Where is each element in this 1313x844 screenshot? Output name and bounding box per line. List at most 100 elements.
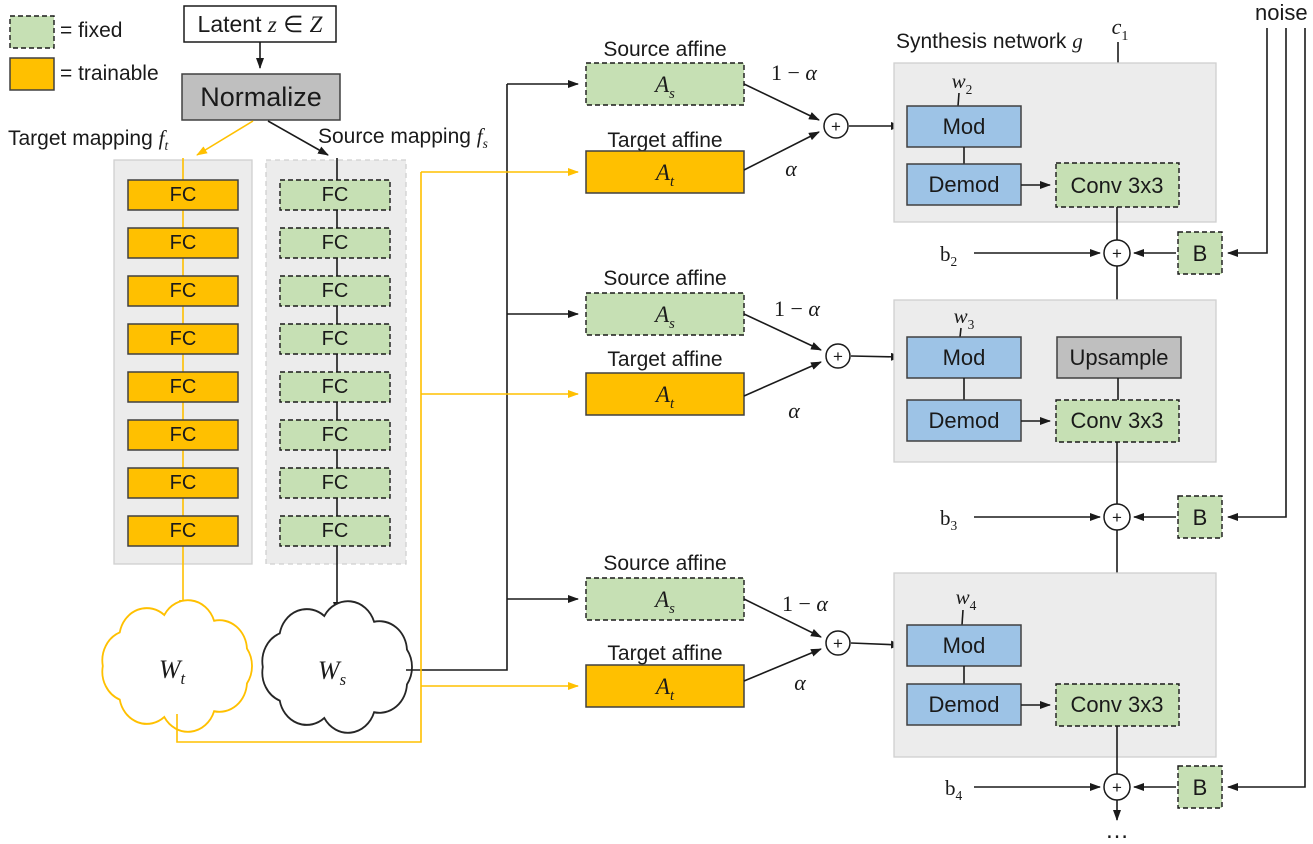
w4-tick	[961, 609, 964, 626]
mod-box-3	[906, 624, 1022, 667]
at-label-3: At	[654, 674, 675, 704]
target-mapping-network: FC FC FC FC FC FC FC FC	[113, 158, 253, 611]
alpha-label-2: α	[788, 398, 800, 423]
ws-trunk-line	[406, 84, 508, 671]
at3-to-plus-arrow	[743, 648, 822, 682]
noise-inputs: noise	[1227, 0, 1308, 791]
latent-input: Latent z ∈ Z Normalize	[181, 5, 341, 156]
ws-routing-trunk	[406, 80, 579, 671]
affine-group-2: Source affine As Target affine At 1 − α …	[585, 267, 902, 423]
bias-plus-label-1: +	[1112, 244, 1122, 263]
target-fc-label: FC	[170, 424, 197, 446]
at2-to-plus-arrow	[743, 361, 822, 397]
source-affine-label-1: Source affine	[603, 38, 726, 61]
b3-label: b3	[940, 506, 958, 533]
b2-label: b2	[940, 242, 957, 269]
affine-mix-plus-label-1: +	[831, 117, 841, 136]
upsample-label: Upsample	[1069, 345, 1168, 370]
wt-trunk-line	[176, 172, 422, 743]
demod-label-2: Demod	[929, 408, 1000, 433]
demod-label-3: Demod	[929, 692, 1000, 717]
b-block-2	[1177, 495, 1223, 539]
target-fc-label: FC	[170, 184, 197, 206]
noise-line-1	[1227, 28, 1268, 257]
w3-label: w3	[954, 304, 975, 332]
normalize-box	[181, 73, 341, 121]
source-fc-box	[279, 275, 391, 307]
legend-trainable-label: = trainable	[60, 62, 159, 85]
source-fc-box	[279, 323, 391, 355]
affine-mix-plus-1	[823, 113, 849, 139]
conv-box-3	[1055, 683, 1180, 727]
affine-mix-plus-label-2: +	[833, 347, 843, 366]
source-fc-label: FC	[322, 232, 349, 254]
conv-box-2	[1055, 399, 1180, 443]
ws-label: Ws	[318, 656, 346, 689]
affine-group-3: Source affine As Target affine At 1 − α …	[585, 552, 902, 708]
source-mapping-label: Source mapping fs	[318, 124, 488, 151]
conv-label-1: Conv 3x3	[1071, 173, 1164, 198]
upsample-box	[1056, 336, 1182, 379]
source-fc-box	[279, 179, 391, 211]
target-fc-label: FC	[170, 280, 197, 302]
target-fc-label: FC	[170, 328, 197, 350]
source-affine-label-3: Source affine	[603, 552, 726, 575]
b-block-label-1: B	[1193, 241, 1208, 266]
conv-label-2: Conv 3x3	[1071, 408, 1164, 433]
target-fc-stack: FC FC FC FC FC FC FC FC	[127, 179, 239, 547]
b4-label: b4	[945, 776, 963, 803]
b-block-label-3: B	[1193, 775, 1208, 800]
target-fc-box	[127, 179, 239, 211]
alpha-label-1: α	[785, 156, 797, 181]
bias-row-3: b4 + B …	[945, 726, 1223, 844]
at-box-3	[585, 664, 745, 708]
source-fc-label: FC	[322, 520, 349, 542]
at-label-1: At	[654, 160, 675, 190]
at-box-1	[585, 150, 745, 194]
one-minus-alpha-label-1: 1 − α	[771, 60, 817, 85]
c1-label: c1	[1112, 14, 1129, 44]
source-fc-box	[279, 227, 391, 259]
w2-tick	[957, 92, 960, 107]
legend: = fixed = trainable	[9, 15, 159, 91]
source-fc-stack: FC FC FC FC FC FC FC FC	[279, 179, 391, 547]
at1-to-plus-arrow	[743, 131, 820, 171]
legend-trainable-swatch	[9, 57, 55, 91]
plus2-to-mod-arrow	[850, 352, 902, 361]
target-fc-box	[127, 275, 239, 307]
conv-box-1	[1055, 162, 1180, 208]
legend-fixed-swatch	[9, 15, 55, 49]
synthesis-block-3: w4 Mod Demod Conv 3x3	[893, 572, 1217, 758]
source-fc-label: FC	[322, 472, 349, 494]
affine-mix-plus-label-3: +	[833, 634, 843, 653]
as3-to-plus-arrow	[743, 598, 822, 638]
affine-mix-plus-3	[825, 630, 851, 656]
wt-label: Wt	[159, 655, 186, 688]
target-fc-label: FC	[170, 472, 197, 494]
noise-label: noise	[1255, 0, 1308, 25]
normalize-to-source-arrow	[267, 120, 329, 156]
bias-row-1: b2 + B	[940, 207, 1223, 331]
affine-mix-plus-2	[825, 343, 851, 369]
source-fc-box	[279, 419, 391, 451]
mod-label-3: Mod	[943, 633, 986, 658]
as1-to-plus-arrow	[743, 83, 820, 121]
source-fc-label: FC	[322, 424, 349, 446]
as2-to-plus-arrow	[743, 313, 822, 351]
source-fc-label: FC	[322, 184, 349, 206]
b-block-3	[1177, 765, 1223, 809]
synthesis-block-2: w3 Mod Demod Upsample Conv 3x3	[893, 299, 1217, 463]
b-block-label-2: B	[1193, 505, 1208, 530]
wt-routing-trunk	[176, 168, 579, 743]
bias-plus-label-2: +	[1112, 508, 1122, 527]
target-fc-box	[127, 419, 239, 451]
as-label-3: As	[653, 587, 675, 617]
b-block-1	[1177, 231, 1223, 275]
wt-cloud	[101, 599, 253, 733]
source-fc-label: FC	[322, 328, 349, 350]
target-fc-box	[127, 371, 239, 403]
source-fc-box	[279, 371, 391, 403]
w4-label: w4	[956, 585, 977, 613]
source-mapping-network: FC FC FC FC FC FC FC FC	[265, 158, 407, 613]
